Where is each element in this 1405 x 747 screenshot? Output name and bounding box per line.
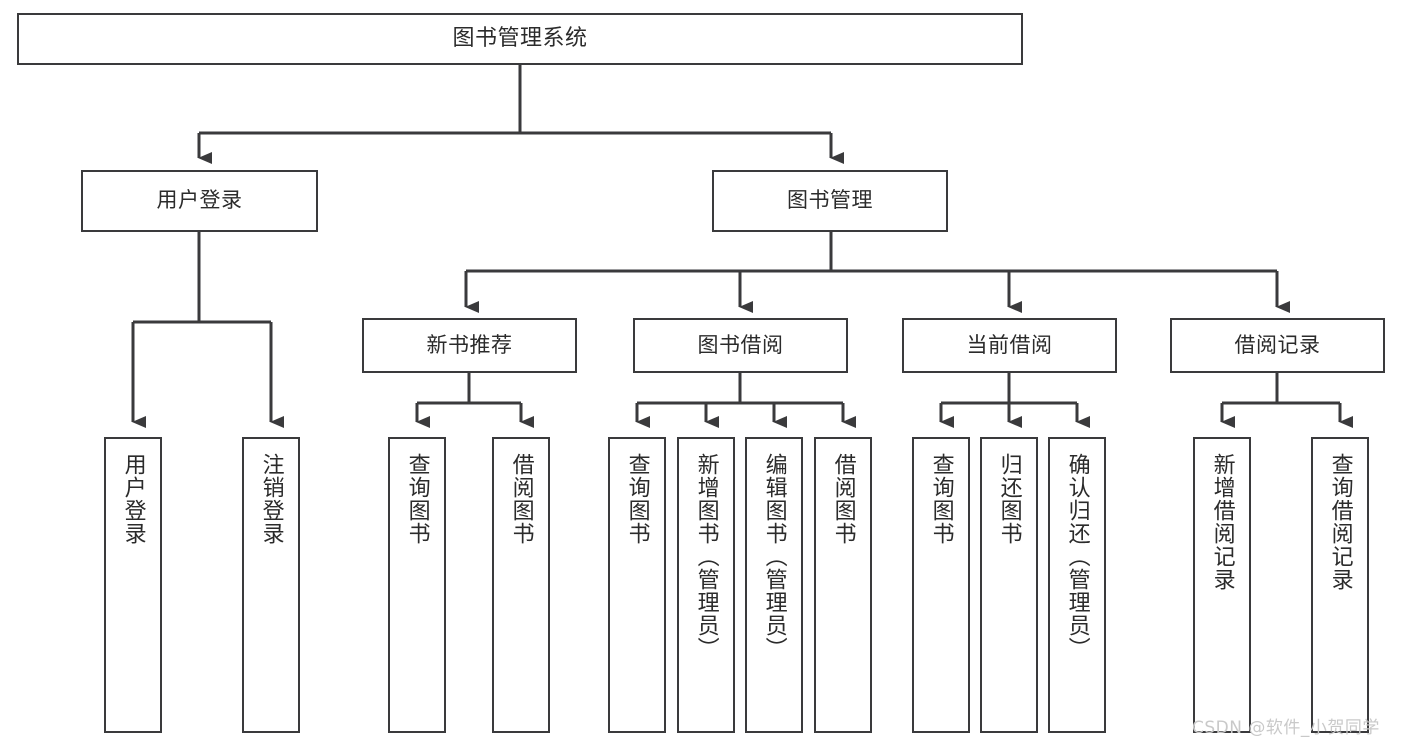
leaf-borrow-books-borrowing[interactable]: 借阅图书 bbox=[814, 437, 872, 733]
node-label: 确认归还（管理员） bbox=[1064, 453, 1090, 660]
node-label: 借阅图书 bbox=[830, 453, 856, 545]
node-label: 新增图书（管理员） bbox=[693, 453, 719, 660]
node-label: 查询图书 bbox=[928, 453, 954, 545]
leaf-query-books-borrowing[interactable]: 查询图书 bbox=[608, 437, 666, 733]
node-label: 归还图书 bbox=[996, 453, 1022, 545]
node-label: 用户登录 bbox=[156, 188, 243, 213]
node-label: 编辑图书（管理员） bbox=[761, 453, 787, 660]
node-label: 新增借阅记录 bbox=[1209, 453, 1235, 591]
node-label: 图书管理 bbox=[787, 188, 873, 213]
leaf-logout[interactable]: 注销登录 bbox=[242, 437, 300, 733]
node-label: 借阅图书 bbox=[508, 453, 534, 545]
node-book-borrowing[interactable]: 图书借阅 bbox=[633, 318, 848, 373]
leaf-add-book-admin[interactable]: 新增图书（管理员） bbox=[677, 437, 735, 733]
leaf-query-books-current[interactable]: 查询图书 bbox=[912, 437, 970, 733]
node-label: 图书借阅 bbox=[697, 332, 784, 357]
node-label: 用户登录 bbox=[120, 453, 146, 545]
node-book-management[interactable]: 图书管理 bbox=[712, 170, 948, 232]
node-current-borrowing[interactable]: 当前借阅 bbox=[902, 318, 1117, 373]
node-label: 新书推荐 bbox=[426, 332, 513, 357]
leaf-add-borrowing-record[interactable]: 新增借阅记录 bbox=[1193, 437, 1251, 733]
node-label: 借阅记录 bbox=[1234, 332, 1321, 357]
node-label: 查询图书 bbox=[404, 453, 430, 545]
node-label: 图书管理系统 bbox=[452, 25, 588, 51]
leaf-edit-book-admin[interactable]: 编辑图书（管理员） bbox=[745, 437, 803, 733]
csdn-watermark: CSDN @软件_小贺同学 bbox=[1192, 718, 1380, 738]
node-label: 查询借阅记录 bbox=[1327, 453, 1353, 591]
node-label: 当前借阅 bbox=[966, 332, 1053, 357]
node-new-book-recommendation[interactable]: 新书推荐 bbox=[362, 318, 577, 373]
leaf-query-borrowing-record[interactable]: 查询借阅记录 bbox=[1311, 437, 1369, 733]
node-label: 注销登录 bbox=[258, 453, 284, 545]
node-user-login[interactable]: 用户登录 bbox=[81, 170, 318, 232]
node-label: 查询图书 bbox=[624, 453, 650, 545]
node-borrowing-record[interactable]: 借阅记录 bbox=[1170, 318, 1385, 373]
leaf-confirm-return-admin[interactable]: 确认归还（管理员） bbox=[1048, 437, 1106, 733]
node-root-book-management-system[interactable]: 图书管理系统 bbox=[17, 13, 1023, 65]
leaf-query-books-recommendation[interactable]: 查询图书 bbox=[388, 437, 446, 733]
leaf-borrow-books-recommendation[interactable]: 借阅图书 bbox=[492, 437, 550, 733]
leaf-return-books[interactable]: 归还图书 bbox=[980, 437, 1038, 733]
leaf-user-login[interactable]: 用户登录 bbox=[104, 437, 162, 733]
